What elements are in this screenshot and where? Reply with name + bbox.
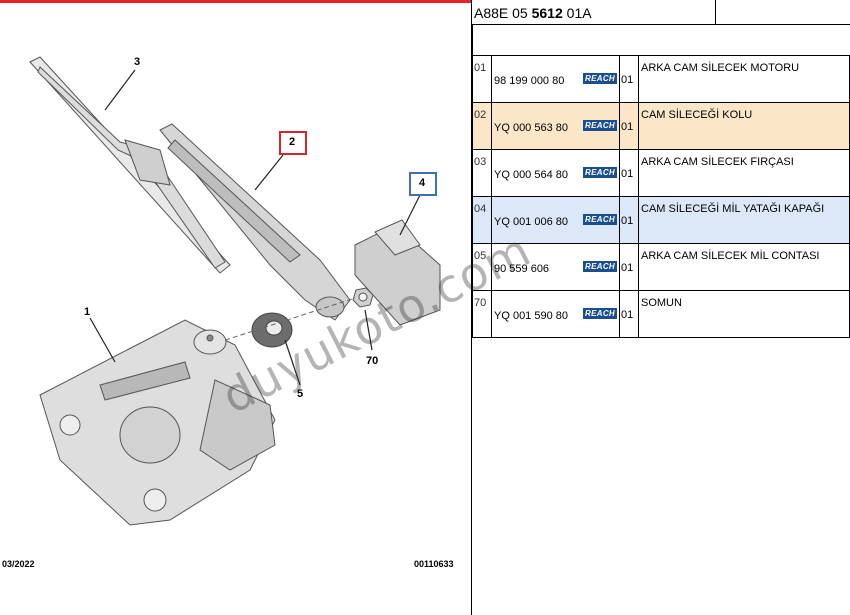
callout-4-box [409,172,437,196]
part-index: 03 [472,149,492,197]
footer-date: 03/2022 [2,559,35,569]
wiper-assembly-diagram [29,56,441,526]
part-number: YQ 001 590 80 [494,310,569,322]
leader-lines [89,69,421,386]
callout-2: 2 [289,136,296,148]
part-index: 01 [472,55,492,103]
doc-prefix: A88E 05 [474,5,532,21]
part-number-cell: YQ 001 590 80 REACH [491,290,620,338]
part-index: 02 [472,102,492,150]
header-left-border [472,24,473,55]
footer-ref: 00110633 [414,559,454,569]
part-description: CAM SİLECEĞİ MİL YATAĞI KAPAĞI [638,196,850,244]
reach-badge: REACH [583,120,617,131]
callout-4: 4 [419,177,426,189]
part-quantity: 01 [619,149,639,197]
part-number-cell: YQ 001 006 80 REACH [491,196,620,244]
part-number-cell: YQ 000 564 80 REACH [491,149,620,197]
spindle-cover-drawing [354,219,441,326]
part-number-cell: 98 199 000 80 REACH [491,55,620,103]
header-separator [715,0,716,24]
part-description: ARKA CAM SİLECEK MİL CONTASI [638,243,850,291]
part-quantity: 01 [619,196,639,244]
part-number: YQ 000 563 80 [494,122,569,134]
part-quantity: 01 [619,102,639,150]
exploded-diagram-panel: 3 2 4 1 70 5 03/2022 00110633 [2,56,454,569]
part-index: 04 [472,196,492,244]
header-rule [472,24,850,25]
callout-3: 3 [134,56,141,68]
part-quantity: 01 [619,243,639,291]
part-description: CAM SİLECEĞİ KOLU [638,102,850,150]
wiper-motor-drawing [39,319,276,526]
part-description: SOMUN [638,290,850,338]
part-number: YQ 000 564 80 [494,169,569,181]
header-accent-line [0,0,472,3]
reach-badge: REACH [583,73,617,84]
part-number: 90 559 606 [494,263,550,275]
doc-suffix: 01A [562,5,592,21]
callout-2-box [279,131,307,155]
part-quantity: 01 [619,290,639,338]
callout-1: 1 [84,306,91,318]
callout-5: 5 [297,388,304,400]
doc-bold: 5612 [531,5,563,21]
wiper-arm-drawing [159,123,351,321]
panel-divider [471,0,472,615]
assembly-axis-line [209,297,356,346]
reach-badge: REACH [583,214,617,225]
part-number-cell: YQ 000 563 80 REACH [491,102,620,150]
part-description: ARKA CAM SİLECEK MOTORU [638,55,850,103]
nut-drawing [352,287,374,308]
reach-badge: REACH [583,167,617,178]
reach-badge: REACH [583,261,617,272]
part-description: ARKA CAM SİLECEK FIRÇASI [638,149,850,197]
wiper-blade-drawing [29,56,231,274]
document-number: A88E 05 5612 01A [474,5,592,21]
part-number-cell: 90 559 606 REACH [491,243,620,291]
part-quantity: 01 [619,55,639,103]
part-number: 98 199 000 80 [494,75,565,87]
part-number: YQ 001 006 80 [494,216,569,228]
callout-70: 70 [366,355,379,367]
reach-badge: REACH [583,308,617,319]
